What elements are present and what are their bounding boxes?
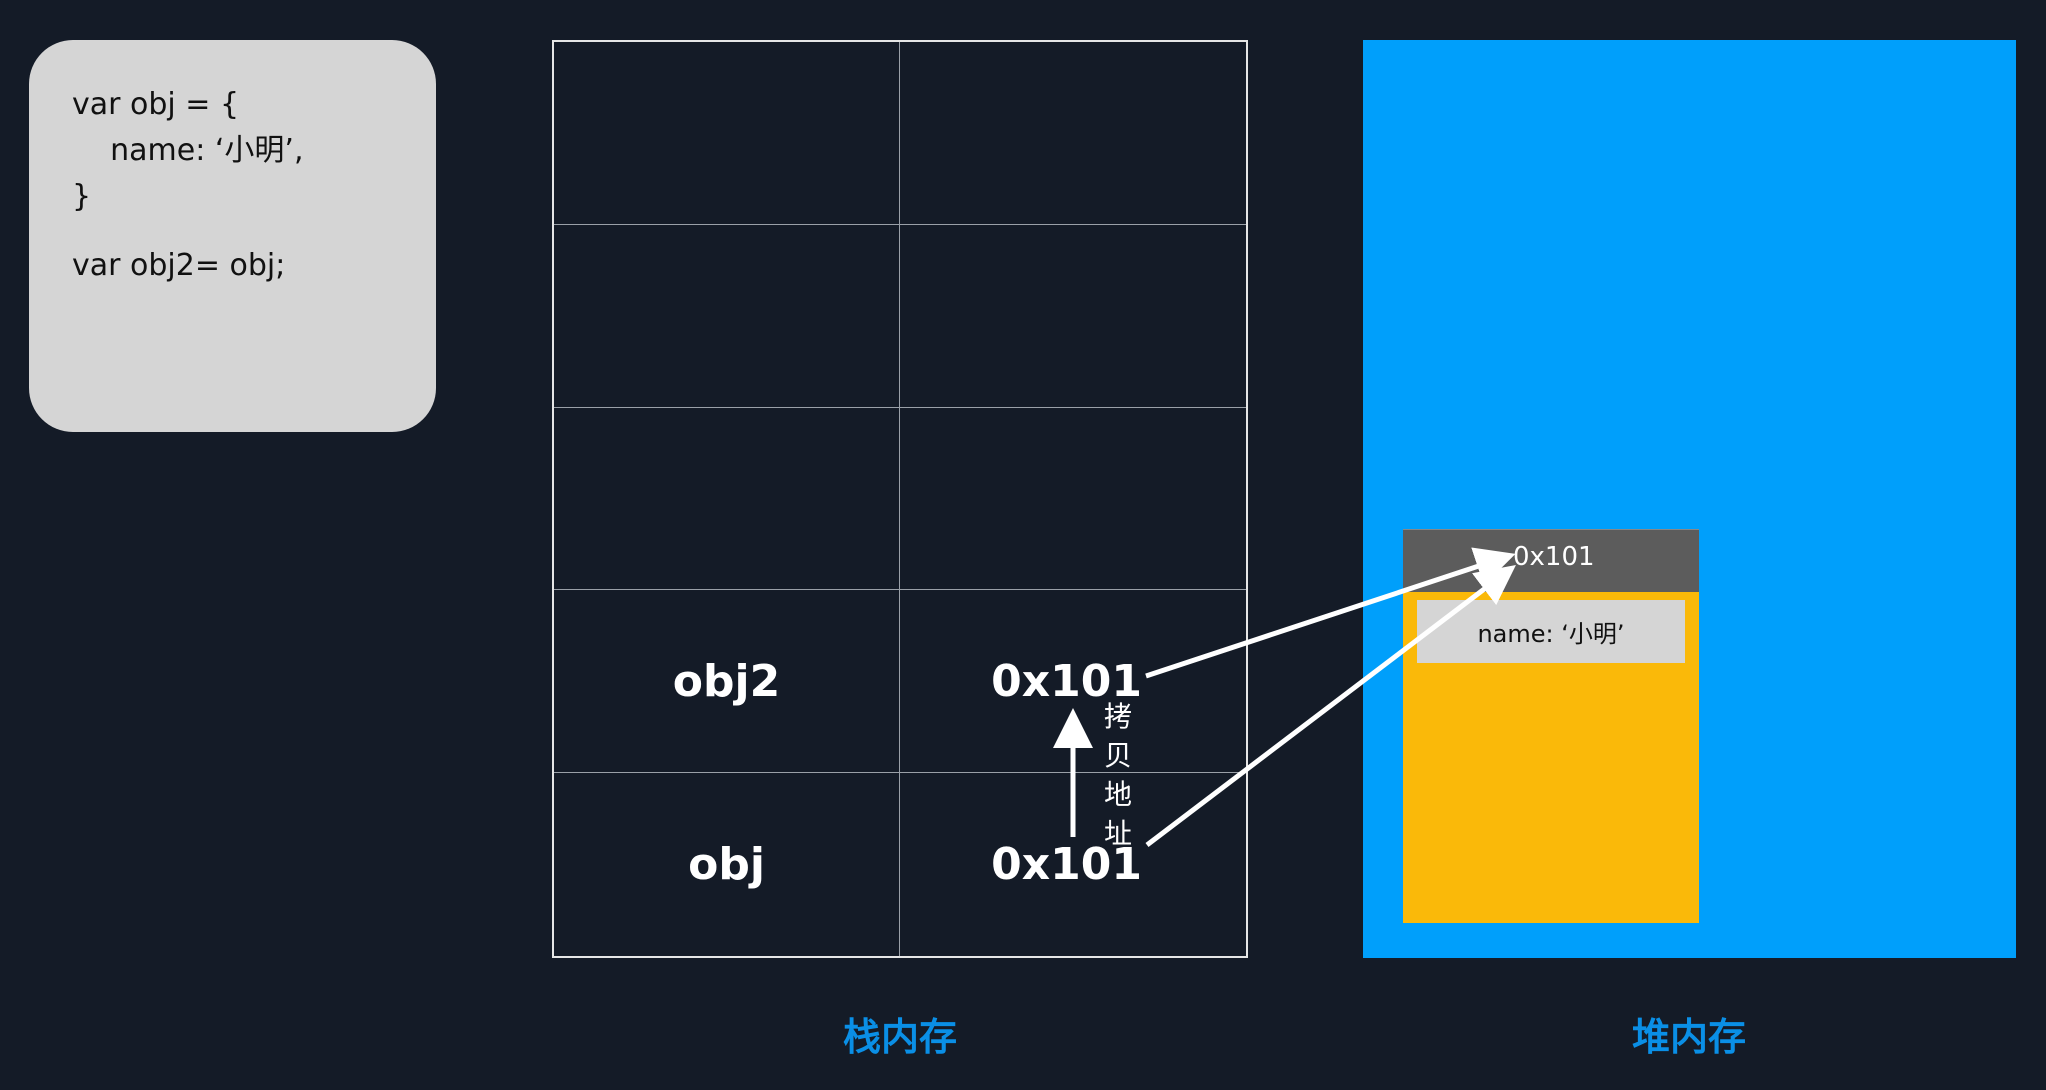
stack-value-cell	[900, 42, 1246, 225]
stack-value-cell	[900, 408, 1246, 591]
copy-label-char: 贝	[1103, 739, 1132, 772]
copy-label-char: 址	[1103, 817, 1132, 850]
heap-object-address: 0x101	[1513, 542, 1595, 572]
stack-name-cell	[554, 224, 900, 408]
code-line: }	[72, 179, 92, 214]
code-line: var obj = {	[72, 87, 240, 122]
stack-value-cell	[900, 225, 1246, 408]
stack-value-cell-obj: 0x101	[991, 839, 1142, 891]
copy-address-label: 拷 贝 地 址	[1100, 697, 1136, 853]
stack-name-cell	[554, 407, 900, 591]
copy-label-char: 地	[1103, 778, 1132, 811]
stack-memory-table: obj2 0x101 obj 0x101	[552, 40, 1248, 958]
copy-label-char: 拷	[1103, 700, 1132, 733]
stack-value-cell-obj2: 0x101	[900, 590, 1246, 774]
code-line: var obj2= obj;	[72, 248, 286, 283]
stack-name-cell-obj2: obj2	[554, 590, 900, 774]
heap-object-header: 0x101	[1403, 529, 1699, 592]
stack-memory-caption: 栈内存	[842, 1015, 957, 1059]
code-card: var obj = { name: ‘小明’, } var obj2= obj;	[29, 40, 436, 432]
stack-name-cell	[554, 42, 900, 225]
heap-object: 0x101 name: ‘小明’	[1403, 529, 1699, 923]
stack-name-cell-obj: obj	[554, 773, 900, 956]
code-line: name: ‘小明’,	[72, 133, 304, 168]
heap-memory-caption: 堆内存	[1631, 1015, 1746, 1059]
heap-object-property: name: ‘小明’	[1417, 600, 1685, 663]
